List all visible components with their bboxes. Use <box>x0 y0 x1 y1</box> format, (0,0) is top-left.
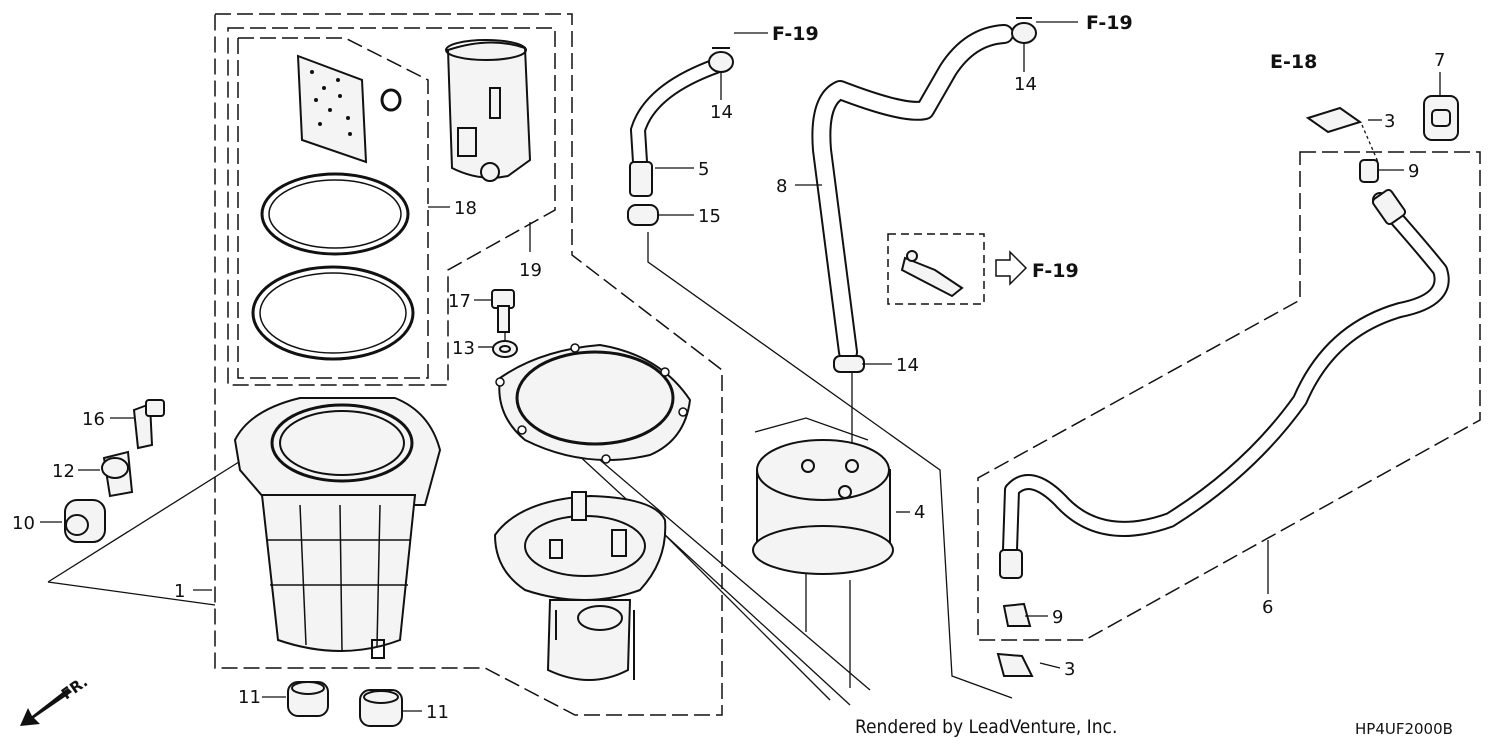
cap-7 <box>1423 95 1459 141</box>
ref-f19-inset: F-19 <box>1032 260 1079 282</box>
fuel-hose-8 <box>811 24 1014 362</box>
ref-e18: E-18 <box>1270 51 1317 73</box>
callout-15: 15 <box>698 206 721 227</box>
fuel-filter <box>752 439 894 575</box>
clip-3-bottom <box>996 652 1034 677</box>
callout-14-top-left: 14 <box>710 102 733 123</box>
callout-18: 18 <box>454 198 477 219</box>
washer-13 <box>492 340 518 358</box>
fuel-pump-module <box>493 491 667 681</box>
callout-10: 10 <box>12 513 35 534</box>
reference-labels: F-19 F-19 F-19 E-18 <box>772 12 1317 282</box>
callout-3-top: 3 <box>1384 111 1395 132</box>
ref-f19-top-left: F-19 <box>772 23 819 45</box>
callout-12: 12 <box>52 461 75 482</box>
clamp-14-lower <box>833 355 865 373</box>
grommet-10 <box>64 499 106 543</box>
render-credit: Rendered by LeadVenture, Inc. <box>855 716 1117 738</box>
ref-f19-top-right: F-19 <box>1086 12 1133 34</box>
fuel-hose-5 <box>629 58 724 197</box>
bolt-16 <box>132 399 165 450</box>
callout-8: 8 <box>776 176 787 197</box>
callout-3-bottom: 3 <box>1064 659 1075 680</box>
fuel-line-6 <box>999 188 1450 579</box>
callout-13: 13 <box>452 338 475 359</box>
callout-11-left: 11 <box>238 687 261 708</box>
large-o-ring-lower <box>251 265 415 361</box>
callout-5: 5 <box>698 159 709 180</box>
callout-7: 7 <box>1434 50 1445 71</box>
arrow-to-f19 <box>995 250 1028 286</box>
callout-numbers: 1 3 3 4 5 6 7 8 9 9 10 11 11 12 13 14 14… <box>12 50 1445 723</box>
callout-16: 16 <box>82 409 105 430</box>
callout-4: 4 <box>914 502 925 523</box>
group-outlines <box>214 13 1481 716</box>
leader-lines <box>47 124 1379 706</box>
front-direction-label: FR. <box>58 673 91 704</box>
front-direction-arrow <box>20 688 72 726</box>
grommet-11-left <box>287 681 329 717</box>
callout-17: 17 <box>448 291 471 312</box>
bolt-17 <box>491 289 515 333</box>
clip-9-bottom <box>1002 602 1032 627</box>
callout-11-right: 11 <box>426 702 449 723</box>
grommet-11-right <box>359 689 403 727</box>
callout-6: 6 <box>1262 597 1273 618</box>
pump-gasket <box>495 343 692 464</box>
clip-9-top <box>1359 159 1379 183</box>
callout-19: 19 <box>519 260 542 281</box>
callout-14-lower: 14 <box>896 355 919 376</box>
collar-12 <box>101 450 134 498</box>
clamp-15 <box>627 204 659 226</box>
clamp-14-top-left <box>708 47 734 73</box>
callout-leaders <box>40 21 1441 712</box>
large-o-ring-upper <box>260 172 410 256</box>
diagram-code: HP4UF2000B <box>1355 720 1453 738</box>
clip-3-top <box>1305 106 1363 134</box>
pump-sleeve <box>445 39 532 182</box>
inset-fitting <box>900 250 964 298</box>
callout-9-top: 9 <box>1408 161 1419 182</box>
callout-1: 1 <box>174 581 185 602</box>
small-o-ring <box>380 88 402 112</box>
callout-14-top-right: 14 <box>1014 74 1037 95</box>
callout-9-bottom: 9 <box>1052 607 1063 628</box>
fuel-housing <box>233 397 442 659</box>
gasket-sheet <box>296 54 368 164</box>
clamp-14-top-right <box>1011 17 1037 44</box>
